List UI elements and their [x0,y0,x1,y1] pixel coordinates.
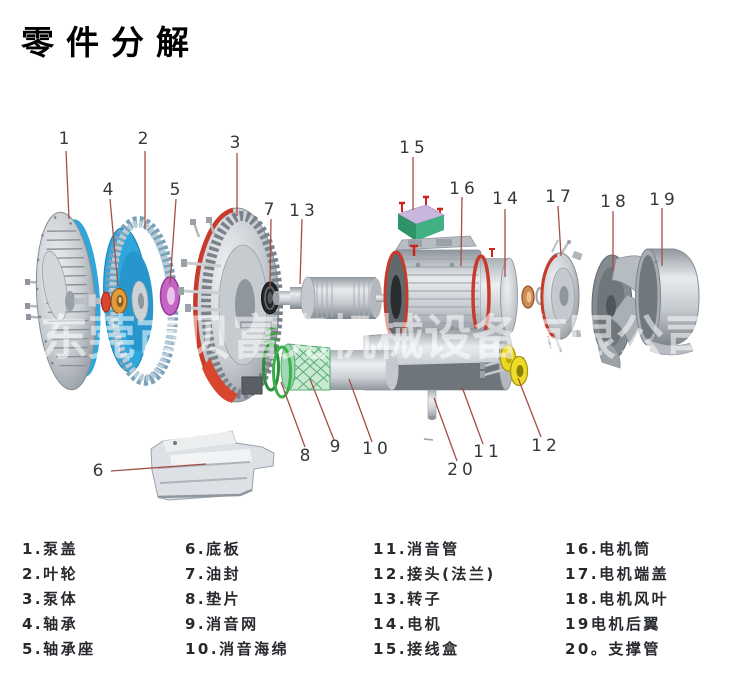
legend-item: 13.转子 [373,590,443,608]
callout-7: 7 [263,200,279,220]
callout-13: 13 [289,201,319,221]
legend-item: 19电机后翼 [565,615,661,633]
legend-column-1: 1.泵盖 2.叶轮 3.泵体 4.轴承 5.轴承座 [22,537,96,662]
callout-19: 19 [649,190,679,210]
callout-5: 5 [169,180,185,200]
part-20-support-tube [423,389,437,441]
diagram-canvas [25,150,700,501]
legend-item: 18.电机风叶 [565,590,670,608]
legend-item: 8.垫片 [185,590,242,608]
legend-item: 14.电机 [373,615,443,633]
part-16-motor-housing [383,235,518,345]
legend-column-2: 6.底板 7.油封 8.垫片 9.消音网 10.消音海绵 [185,537,289,662]
legend-item: 15.接线盒 [373,640,460,658]
callout-12: 12 [531,436,561,456]
callout-6: 6 [92,461,108,481]
part-6-base-plate [150,430,275,501]
red-screw [489,248,495,257]
part-12-connector-flange [480,344,529,387]
callout-10: 10 [362,439,392,459]
callout-14: 14 [492,189,522,209]
legend-item: 10.消音海绵 [185,640,290,658]
callout-18: 18 [600,192,630,212]
callout-11: 11 [473,442,503,462]
part-8-gaskets [262,325,292,399]
part-17-motor-end-cover [540,239,583,353]
legend-item: 12.接头(法兰) [373,565,496,583]
callout-16: 16 [449,179,479,199]
part-5-bearing-seat [159,276,181,316]
legend-item: 9.消音网 [185,615,259,633]
callout-1: 1 [58,129,74,149]
legend-item: 20。支撑管 [565,640,661,658]
legend-item: 1.泵盖 [22,540,79,558]
legend-column-3: 11.消音管 12.接头(法兰) 13.转子 14.电机 15.接线盒 [373,537,496,662]
part-4-bearing [101,287,128,315]
legend-item: 17.电机端盖 [565,565,670,583]
exploded-diagram: 1 2 3 4 5 6 7 8 9 10 11 12 13 14 15 16 1… [0,90,750,535]
legend-column-4: 16.电机筒 17.电机端盖 18.电机风叶 19电机后翼 20。支撑管 [565,537,669,662]
callout-20: 20 [447,460,477,480]
callout-3: 3 [229,133,245,153]
legend-item: 3.泵体 [22,590,79,608]
callout-15: 15 [399,138,429,158]
part-7-oil-seal [261,281,279,315]
page-title: 零件分解 [21,23,201,62]
legend-item: 16.电机筒 [565,540,652,558]
callout-8: 8 [299,446,315,466]
parts-legend: 1.泵盖 2.叶轮 3.泵体 4.轴承 5.轴承座 6.底板 7.油封 8.垫片… [0,537,750,677]
part-19-motor-rear-cover [635,248,700,356]
callout-9: 9 [329,437,345,457]
part-15-junction-box [396,195,446,241]
copper-bushing [521,285,535,309]
legend-item: 4.轴承 [22,615,79,633]
legend-item: 6.底板 [185,540,242,558]
legend-item: 2.叶轮 [22,565,79,583]
red-screw [410,244,418,256]
legend-item: 7.油封 [185,565,242,583]
part-11-silencer-tube [363,327,524,391]
leader-lines [65,150,663,472]
callout-4: 4 [102,180,118,200]
legend-item: 11.消音管 [373,540,460,558]
legend-item: 5.轴承座 [22,640,96,658]
part-1-pump-cover [25,211,104,391]
callout-2: 2 [137,129,153,149]
callout-17: 17 [545,187,575,207]
